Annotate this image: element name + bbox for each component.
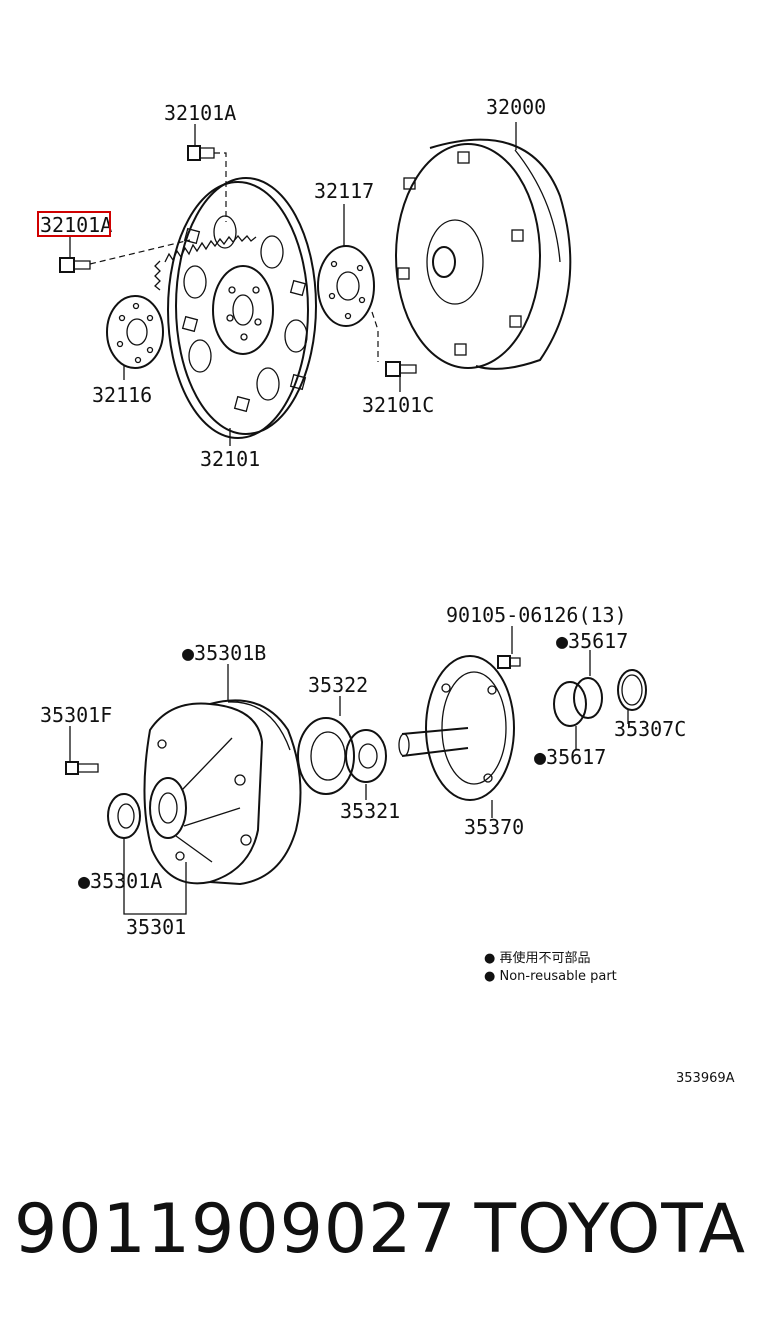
label-32116: 32116 xyxy=(92,383,152,407)
part-number: 9011909027 xyxy=(14,1190,457,1269)
label-32000: 32000 xyxy=(486,95,546,119)
label-35301B: ●35301B xyxy=(182,641,266,665)
drive-plate-32101 xyxy=(154,177,317,439)
label-35307C: 35307C xyxy=(614,717,686,741)
legend-line-japanese: ● 再使用不可部品 xyxy=(484,950,590,966)
label-90105-06126: 90105-06126(13) xyxy=(446,603,627,627)
label-35617-top: ●35617 xyxy=(556,629,628,653)
drive-gear-35321 xyxy=(345,729,387,783)
label-35301A: ●35301A xyxy=(78,869,162,893)
label-32101: 32101 xyxy=(200,447,260,471)
label-32101A-left: 32101A xyxy=(40,213,112,237)
label-35322: 35322 xyxy=(308,673,368,697)
label-32117: 32117 xyxy=(314,179,374,203)
bolt-35301F xyxy=(65,761,99,775)
bolt-32101A-top xyxy=(187,145,215,161)
stator-shaft-35370 xyxy=(398,655,515,801)
brand-name: TOYOTA xyxy=(474,1190,746,1269)
footer: 9011909027 TOYOTA xyxy=(0,1190,760,1280)
label-35301: 35301 xyxy=(126,915,186,939)
oil-seal-35301A xyxy=(107,793,141,839)
spacer-32117 xyxy=(317,245,375,327)
bolt-32101A-left xyxy=(59,257,91,273)
seal-ring-35617-inner xyxy=(573,677,603,719)
label-35617-bottom: ●35617 xyxy=(534,745,606,769)
seal-ring-35617-outer xyxy=(553,681,587,727)
legend-line-english: ● Non-reusable part xyxy=(484,969,617,984)
label-35321: 35321 xyxy=(340,799,400,823)
seal-ring-35307C xyxy=(617,669,647,711)
bolt-90105-06126 xyxy=(497,655,521,669)
diagram-code: 353969A xyxy=(676,1071,735,1086)
torque-converter-32000 xyxy=(395,138,572,370)
highlight-box-32101A xyxy=(37,211,111,237)
spacer-32116 xyxy=(106,295,164,369)
oil-pump-body-35301 xyxy=(143,699,302,886)
label-35370: 35370 xyxy=(464,815,524,839)
label-35301F: 35301F xyxy=(40,703,112,727)
label-32101C: 32101C xyxy=(362,393,434,417)
label-32101A-top: 32101A xyxy=(164,101,236,125)
bolt-32101C xyxy=(385,361,417,377)
